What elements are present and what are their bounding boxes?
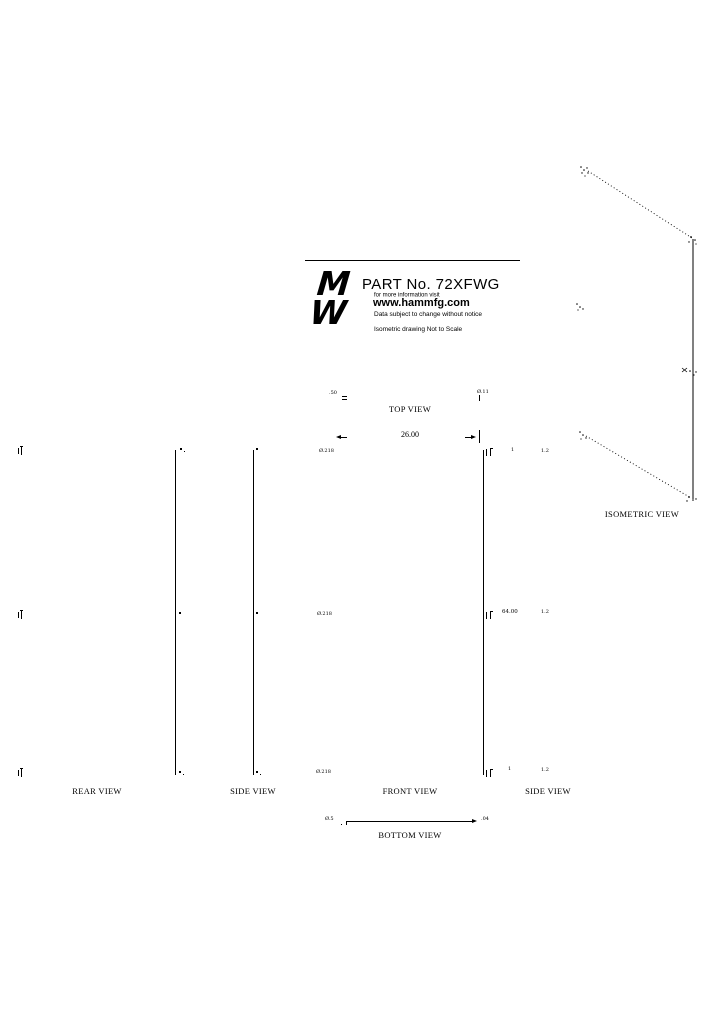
margin-dim-mark bbox=[18, 768, 25, 777]
dim-line-stub bbox=[341, 437, 347, 438]
front-view-hole-dim: Ø.218 bbox=[316, 769, 331, 775]
website-url: www.hammfg.com bbox=[373, 297, 470, 309]
rear-view-outline bbox=[175, 450, 176, 775]
side-dim-b: 1.2 bbox=[541, 448, 549, 454]
rear-view-mark bbox=[179, 771, 181, 773]
rear-view-label: REAR VIEW bbox=[72, 786, 122, 796]
bottom-view-right-dim: .04 bbox=[481, 816, 489, 822]
front-view-hole-dim: Ø.218 bbox=[319, 448, 334, 454]
dim-extension-line bbox=[479, 430, 480, 443]
front-view-tick-mark bbox=[486, 611, 493, 620]
margin-dim-mark bbox=[18, 610, 25, 619]
top-view-left-mark bbox=[342, 399, 347, 400]
width-dimension: 26.00 bbox=[401, 430, 419, 439]
bottom-view-end-tick bbox=[346, 821, 347, 825]
side-view-left-mark bbox=[256, 771, 258, 773]
height-dimension: 64.00 bbox=[502, 608, 518, 615]
front-view-label: FRONT VIEW bbox=[382, 786, 438, 796]
bottom-view-label: BOTTOM VIEW bbox=[378, 830, 442, 840]
rear-view-mark bbox=[180, 448, 182, 450]
rear-view-mark bbox=[183, 774, 184, 775]
bottom-view-outline bbox=[346, 821, 474, 822]
side-view-left-mark bbox=[256, 612, 258, 614]
side-view-right-label: SIDE VIEW bbox=[525, 786, 571, 796]
top-view-label: TOP VIEW bbox=[388, 404, 432, 414]
info-line: for more information visit bbox=[374, 291, 440, 298]
logo-glyph-w: W bbox=[304, 293, 352, 332]
dim-line-stub bbox=[465, 437, 471, 438]
isometric-view-label: ISOMETRIC VIEW bbox=[604, 509, 680, 519]
dim-arrow-right bbox=[471, 435, 476, 439]
rear-view-mark bbox=[184, 451, 185, 452]
hammond-logo-icon: M W bbox=[304, 264, 365, 336]
front-view-tick-mark bbox=[486, 769, 493, 778]
side-dim-b: 1.2 bbox=[541, 767, 549, 773]
front-view-tick-mark bbox=[486, 448, 493, 457]
side-view-left-mark bbox=[260, 774, 261, 775]
bottom-view-arrow bbox=[472, 819, 477, 823]
side-view-left-outline bbox=[253, 450, 254, 775]
top-view-right-dim: Ø.11 bbox=[477, 389, 489, 395]
bottom-view-mark bbox=[341, 824, 342, 825]
side-dim-b: 1.2 bbox=[541, 609, 549, 615]
part-number: PART No. 72XFWG bbox=[362, 276, 500, 293]
margin-dim-mark bbox=[18, 446, 25, 455]
disclaimer: Data subject to change without notice bbox=[374, 310, 483, 318]
bottom-view-left-dim: Ø.5 bbox=[325, 816, 334, 822]
top-view-left-mark bbox=[342, 396, 347, 397]
side-view-left-mark bbox=[256, 448, 258, 450]
front-view-outline bbox=[483, 450, 484, 775]
isometric-drawing bbox=[576, 166, 697, 502]
side-dim-a: 1 bbox=[511, 447, 515, 453]
title-block-rule bbox=[305, 260, 520, 261]
dim-arrow-left bbox=[336, 435, 341, 439]
side-view-left-label: SIDE VIEW bbox=[230, 786, 276, 796]
top-view-left-dim: .50 bbox=[329, 390, 337, 396]
side-dim-a: 1 bbox=[508, 766, 512, 772]
front-view-hole-dim: Ø.218 bbox=[317, 611, 332, 617]
rear-view-mark bbox=[179, 612, 181, 614]
scale-note: Isometric drawing Not to Scale bbox=[374, 325, 463, 333]
top-view-right-mark bbox=[479, 395, 480, 401]
